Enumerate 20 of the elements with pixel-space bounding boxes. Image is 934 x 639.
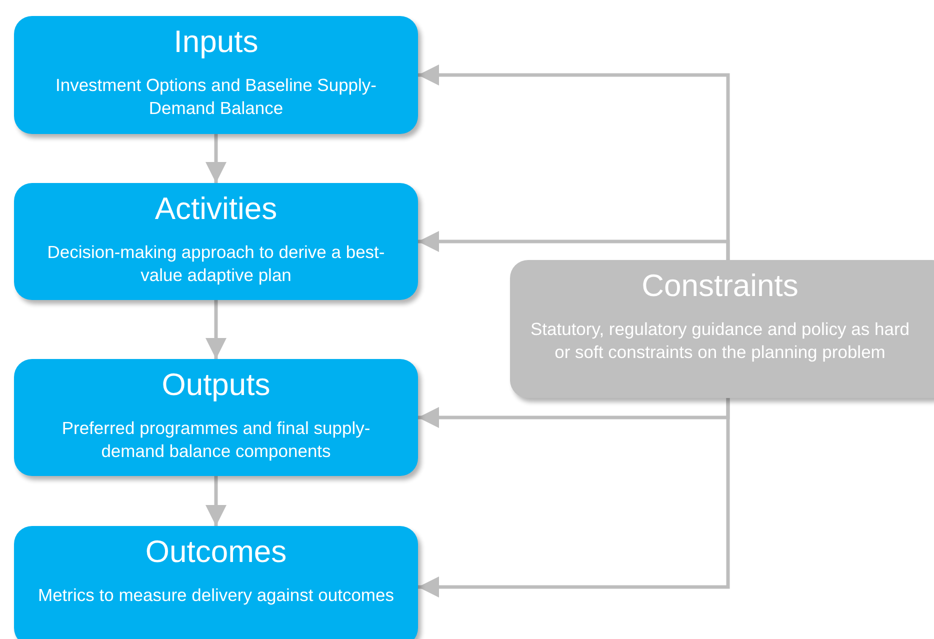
process-box [14,526,418,639]
process-box [14,359,418,476]
box-description: Preferred programmes and final supply-demand balance components [60,417,372,463]
arrow [418,398,730,598]
box-heading: Activities [154,190,278,228]
arrow [206,134,226,183]
box-heading: Constraints [642,267,798,305]
box-description: Statutory, regulatory guidance and policy as hard or soft constraints on the planning problem [530,318,910,364]
process-box [14,16,418,134]
box-description: Metrics to measure delivery against outcomes [37,584,395,607]
box-description: Investment Options and Baseline Supply-Demand Balance [54,74,378,120]
box-heading: Inputs [174,23,258,61]
box-description: Decision-making approach to derive a best-value adaptive plan [46,241,386,287]
arrow [206,476,226,526]
process-box [14,183,418,300]
arrow [418,231,730,260]
arrow [206,300,226,359]
box-heading: Outcomes [145,533,287,571]
constraint-box [510,260,934,398]
box-heading: Outputs [162,366,270,404]
